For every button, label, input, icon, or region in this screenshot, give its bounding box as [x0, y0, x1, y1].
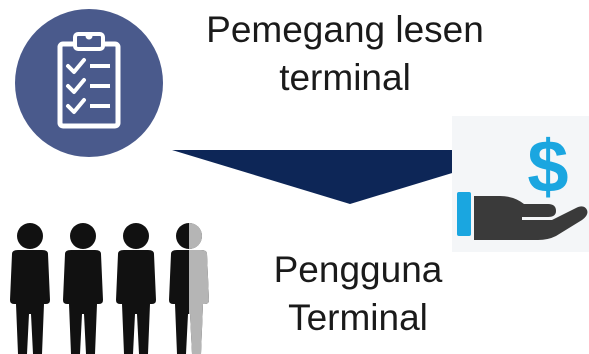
- clipboard-checklist-icon: [15, 9, 163, 157]
- terminal-user-label-line2: Terminal: [288, 297, 428, 338]
- license-holder-label: Pemegang lesen terminal: [180, 6, 510, 102]
- people-group-icon: [10, 223, 209, 354]
- person-icon: [10, 223, 50, 354]
- person-icon: [63, 223, 103, 354]
- person-icon: [169, 223, 209, 354]
- terminal-user-label-line1: Pengguna: [273, 249, 443, 290]
- terminal-user-label: Pengguna Terminal: [238, 246, 478, 342]
- person-icon: [116, 223, 156, 354]
- license-holder-label-line2: terminal: [279, 57, 411, 98]
- down-arrow-triangle: [172, 150, 528, 204]
- dollar-sign-icon: $: [527, 125, 568, 208]
- hand-dollar-icon: $: [452, 116, 589, 252]
- license-holder-label-line1: Pemegang lesen: [206, 9, 484, 50]
